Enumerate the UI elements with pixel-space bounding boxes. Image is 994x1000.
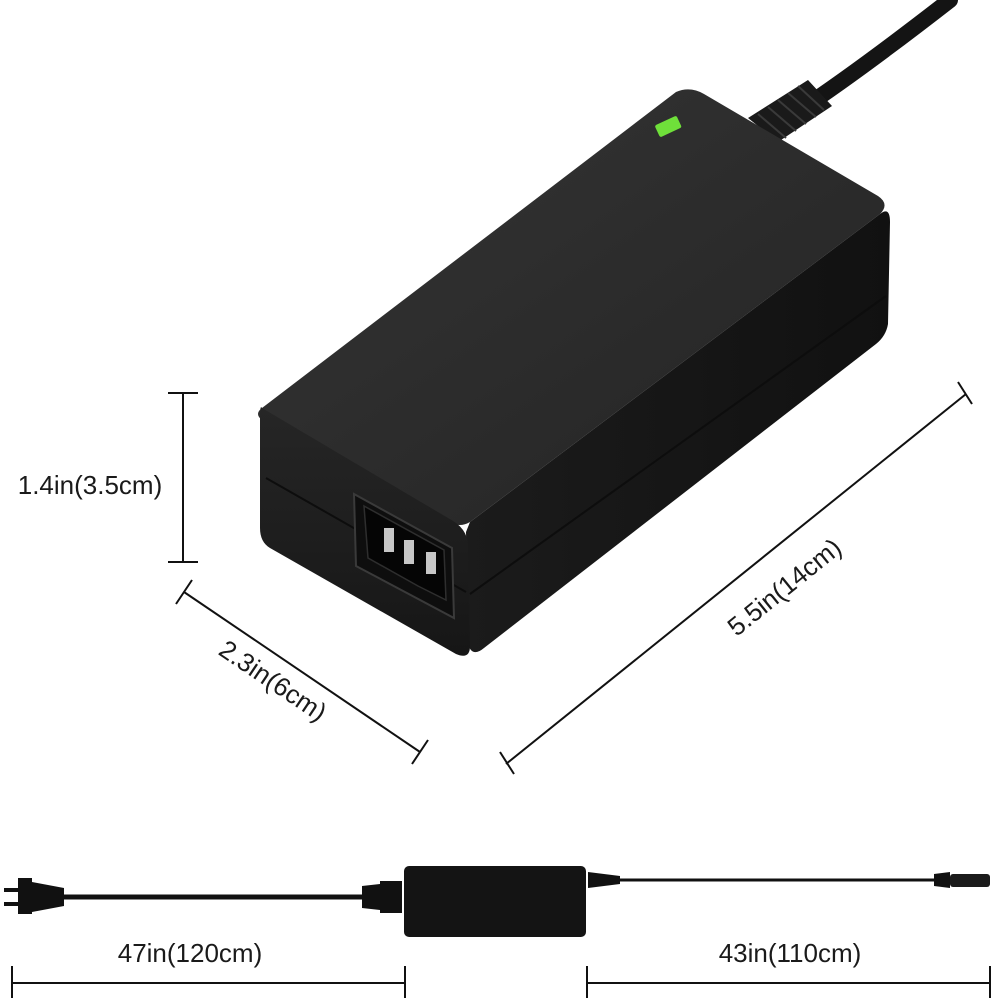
adapter-side-face — [466, 211, 890, 653]
dc-cable-measure — [586, 966, 991, 998]
dimension-width — [175, 579, 429, 765]
iec-c14-inlet-icon — [352, 492, 456, 620]
ac-cable-length-label: 47in(120cm) — [118, 938, 263, 968]
ac-plug-icon — [4, 878, 64, 914]
ac-cable-measure — [11, 966, 406, 998]
power-cable-top — [748, 0, 958, 142]
adapter-top-face — [258, 89, 885, 525]
dimension-length — [499, 381, 973, 775]
power-adapter-brick — [258, 89, 890, 656]
length-label: 5.5in(14cm) — [722, 532, 848, 642]
height-label: 1.4in(3.5cm) — [18, 470, 163, 500]
adapter-side-view — [404, 866, 586, 937]
iec-connector — [362, 884, 380, 910]
dimension-height — [168, 392, 198, 563]
cable-overview — [4, 866, 990, 937]
led-indicator-icon — [655, 116, 682, 137]
dc-barrel-connector-icon — [934, 872, 990, 888]
dc-cable-length-label: 43in(110cm) — [719, 938, 862, 968]
strain-relief — [748, 80, 832, 142]
